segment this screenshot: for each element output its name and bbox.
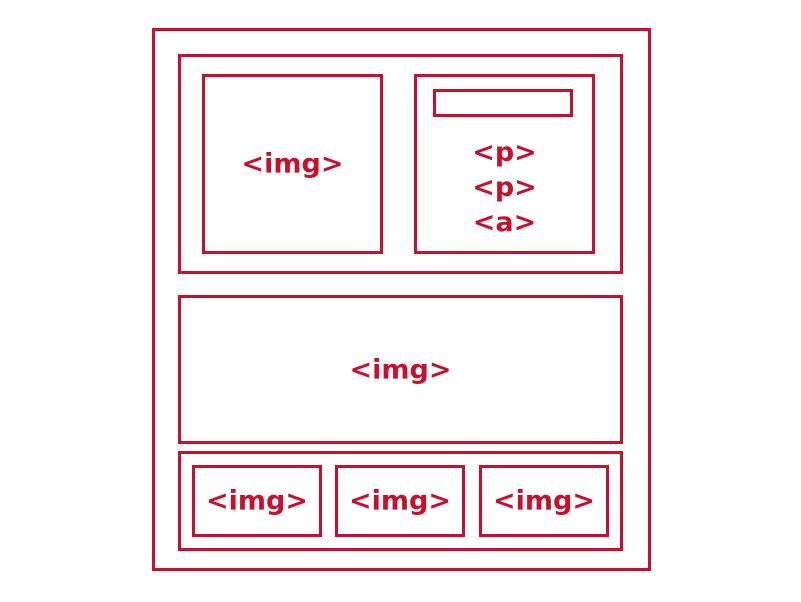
link-tag: <a>: [472, 207, 537, 238]
page-frame: [152, 28, 651, 571]
hero-section: [178, 54, 623, 274]
thumbnail-label-3: <img>: [493, 485, 595, 517]
hero-image-label: <img>: [241, 148, 344, 180]
banner-image-label: <img>: [349, 354, 452, 385]
thumbnail-label-2: <img>: [349, 485, 451, 517]
hero-image-box: <img>: [202, 74, 383, 254]
paragraph-tag-1: <p>: [472, 137, 537, 168]
banner-image-box: <img>: [178, 295, 623, 444]
paragraph-tag-2: <p>: [472, 172, 537, 203]
thumbnail-box-2: <img>: [335, 465, 465, 537]
thumbnail-box-1: <img>: [192, 465, 322, 537]
thumbnail-box-3: <img>: [479, 465, 609, 537]
thumbnails-section: [178, 451, 623, 551]
heading-placeholder-bar: [433, 89, 573, 117]
hero-text-box: <p> <p> <a>: [414, 74, 595, 254]
thumbnail-label-1: <img>: [206, 485, 308, 517]
